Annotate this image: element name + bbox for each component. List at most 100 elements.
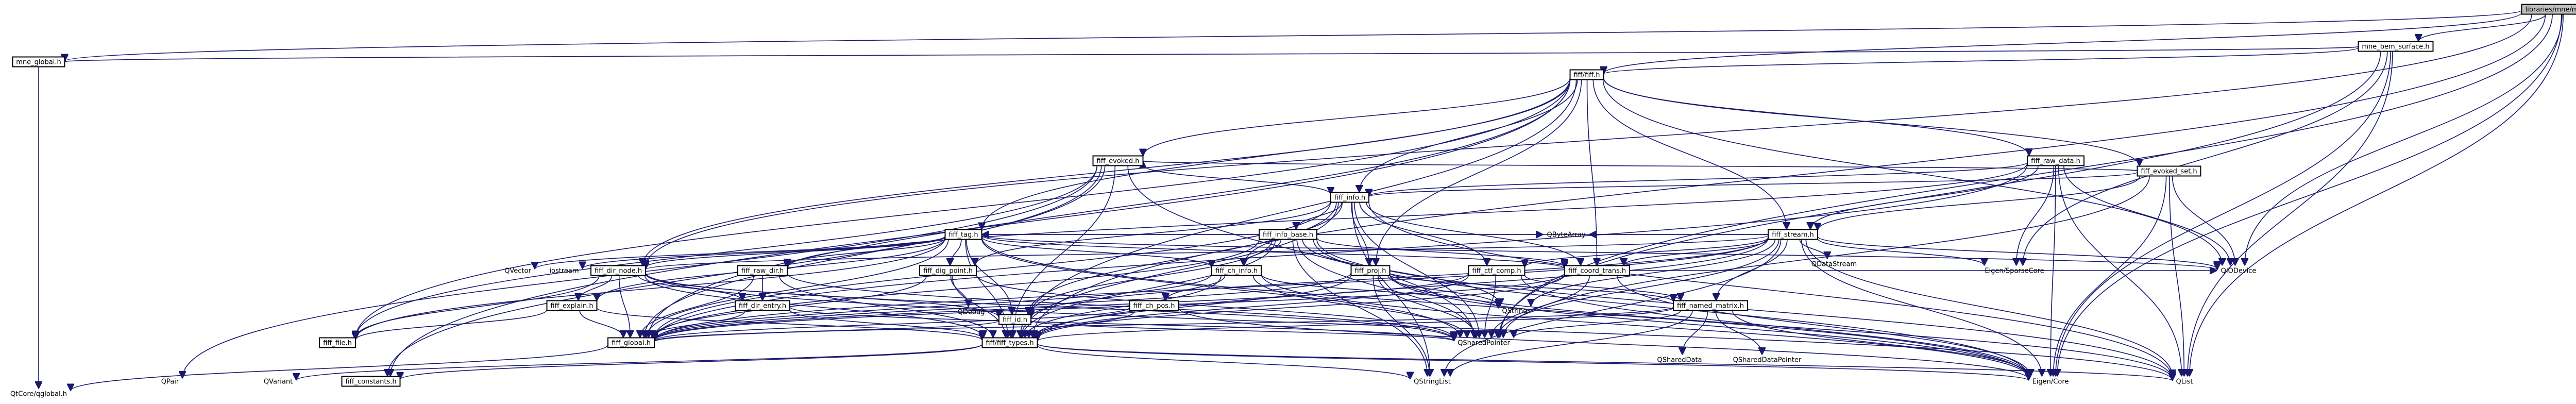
- node-label: QSharedPointer: [1458, 340, 1510, 347]
- edge-fiff-info-base-to-fiff-ch-info: [1244, 239, 1282, 266]
- edge-fiff-named-matrix-to-eigencore: [1732, 310, 2029, 377]
- node-box: [2521, 4, 2576, 15]
- node-label: QIODevice: [2221, 267, 2257, 275]
- edge-fiff-tag-to-fiff-dig-point: [950, 239, 962, 266]
- node-label: QVariant: [264, 378, 293, 386]
- node-fiff-file[interactable]: fiff_file.h: [319, 337, 356, 348]
- edge-fiff-ctf-comp-to-eigencore: [1520, 275, 2029, 377]
- node-fiff-dir-entry[interactable]: fiff_dir_entry.h: [735, 300, 790, 311]
- node-qpair: QPair: [161, 378, 179, 386]
- edge-root-to-eigencore: [2057, 14, 2562, 377]
- edge-fiff-dir-node-to-fiff-file: [355, 275, 600, 339]
- edge-fiff-tag-to-fiff-raw-dir: [787, 238, 946, 266]
- node-fiff-tag[interactable]: fiff_tag.h: [944, 229, 982, 240]
- node-box: [1569, 69, 1604, 80]
- edge-mne-bem-surface-to-fiff: [1604, 47, 2359, 75]
- node-fiff-raw-data[interactable]: fiff_raw_data.h: [2027, 155, 2084, 166]
- edge-fiff-info-to-fiff-coord-trans: [1366, 202, 1581, 266]
- node-fiff-explain[interactable]: fiff_explain.h: [546, 300, 598, 311]
- edge-fiff-dir-node-to-qsharedpointer: [645, 273, 1454, 341]
- node-fiff-raw-dir[interactable]: fiff_raw_dir.h: [737, 265, 788, 276]
- edge-fiff-info-base-to-fiff-id: [1031, 239, 1273, 315]
- node-fiff-dig-point[interactable]: fiff_dig_point.h: [919, 265, 977, 276]
- node-fiff-ch-pos[interactable]: fiff_ch_pos.h: [1129, 300, 1179, 311]
- node-fiff-id[interactable]: fiff_id.h: [998, 314, 1031, 325]
- edge-fiff-ctf-comp-to-fiff-named-matrix: [1524, 275, 1681, 301]
- node-fiff-evoked-set[interactable]: fiff_evoked_set.h: [2137, 165, 2201, 177]
- edge-fiff-dir-node-to-fiff-types: [644, 275, 984, 338]
- node-fiff-ctf-comp[interactable]: fiff_ctf_comp.h: [1468, 265, 1526, 276]
- edge-fiff-raw-data-to-fiff-info: [1369, 162, 2028, 197]
- node-box: [2358, 41, 2434, 52]
- node-fiff-info-base[interactable]: fiff_info_base.h: [1259, 229, 1317, 240]
- node-fiff-info[interactable]: fiff_info.h: [1330, 192, 1369, 203]
- edge-fiff-tag-to-fiff-ch-info: [981, 237, 1212, 268]
- edge-fiff-evoked-to-fiff-file: [355, 165, 1097, 339]
- edge-fiff-info-base-to-fiff-coord-trans: [1316, 238, 1565, 267]
- edge-fiff-coord-trans-to-eigencore: [1617, 275, 2030, 377]
- edge-fiff-named-matrix-to-qsharedpointer: [1514, 310, 1681, 338]
- edge-fiff-proj-to-qsharedpointer: [1378, 275, 1476, 338]
- node-fiff-ch-info[interactable]: fiff_ch_info.h: [1211, 265, 1262, 276]
- edge-fiff-dig-point-to-qdebug: [950, 275, 968, 307]
- edge-fiff-info-to-fiff-global: [654, 201, 1331, 338]
- node-label: QList: [2176, 378, 2193, 386]
- node-root[interactable]: libraries/mne/mne_bem.h: [2521, 4, 2576, 15]
- node-fiff-dir-node[interactable]: fiff_dir_node.h: [590, 265, 646, 276]
- node-fiff[interactable]: fiff/fiff.h: [1569, 69, 1604, 80]
- edge-fiff-evoked-to-fiff-types: [1013, 165, 1116, 338]
- edge-root-to-mne-bem-surface: [2418, 14, 2546, 42]
- node-box: [590, 265, 646, 276]
- node-qvariant: QVariant: [264, 378, 293, 386]
- node-fiff-proj[interactable]: fiff_proj.h: [1350, 265, 1391, 276]
- node-label: fiff_dir_entry.h: [739, 302, 786, 310]
- node-eigensparse: Eigen/SparseCore: [1985, 267, 2044, 275]
- edge-fiff-evoked-set-to-fiff-info: [1369, 172, 2138, 197]
- edge-fiff-info-base-to-qstring: [1302, 239, 1500, 306]
- edge-fiff-info-to-fiff-ctf-comp: [1359, 202, 1487, 266]
- node-fiff-coord-trans[interactable]: fiff_coord_trans.h: [1564, 265, 1630, 276]
- node-box: [1350, 265, 1391, 276]
- node-label: fiff_file.h: [323, 340, 352, 347]
- edge-root-to-qlist: [2190, 14, 2564, 377]
- node-fiff-constants[interactable]: fiff_constants.h: [341, 376, 401, 387]
- edge-fiff-proj-to-qstring: [1387, 275, 1498, 307]
- edge-fiff-raw-data-to-eigencore: [2050, 165, 2056, 377]
- edge-fiff-named-matrix-to-fiff-types: [1038, 307, 1674, 342]
- edge-root-to-qiodevice: [2245, 14, 2563, 266]
- node-fiff-stream[interactable]: fiff_stream.h: [1768, 229, 1818, 240]
- edge-fiff-dir-entry-to-qsharedpointer: [789, 306, 1454, 342]
- edge-fiff-to-fiff-types: [1021, 79, 1577, 338]
- edge-fiff-ch-info-to-eigencore: [1261, 274, 2029, 379]
- node-box: [1564, 265, 1630, 276]
- node-box: [1468, 265, 1526, 276]
- node-qtcoreglobal: QtCore/qglobal.h: [10, 391, 67, 398]
- edge-mne-bem-surface-to-qsharedpointer: [1499, 51, 2381, 338]
- edge-fiff-explain-to-fiff-file: [355, 309, 548, 340]
- node-fiff-evoked[interactable]: fiff_evoked.h: [1092, 155, 1144, 166]
- node-label: QDebug: [958, 309, 985, 316]
- node-qiodevice: QIODevice: [2221, 267, 2257, 275]
- node-fiff-named-matrix[interactable]: fiff_named_matrix.h: [1673, 300, 1748, 311]
- edge-fiff-coord-trans-to-qsharedpointer: [1492, 275, 1590, 338]
- node-box: [998, 314, 1031, 325]
- edge-fiff-dir-node-to-fiff-dir-entry: [638, 275, 742, 301]
- edge-fiff-info-base-to-qstringlist: [1292, 239, 1427, 377]
- node-qshareddata: QSharedData: [1657, 357, 1702, 364]
- node-fiff-types[interactable]: fiff/fiff_types.h: [981, 337, 1038, 348]
- edge-fiff-ch-info-to-qsharedpointer: [1252, 275, 1467, 338]
- node-label: Eigen/SparseCore: [1985, 267, 2044, 275]
- node-label: mne_global.h: [16, 59, 61, 66]
- node-fiff-global[interactable]: fiff_global.h: [607, 337, 655, 348]
- node-label: fiff_evoked_set.h: [2141, 168, 2197, 176]
- edge-root-to-fiff: [1604, 12, 2522, 74]
- node-label: QByteArray: [1547, 231, 1586, 239]
- node-label: fiff_id.h: [1003, 316, 1027, 324]
- node-label: fiff_explain.h: [550, 302, 593, 310]
- node-mne-global[interactable]: mne_global.h: [12, 56, 65, 68]
- node-mne-bem-surface[interactable]: mne_bem_surface.h: [2358, 41, 2434, 52]
- edge-fiff-tag-to-fiff-dir-node: [646, 236, 946, 268]
- node-box: [1673, 300, 1748, 311]
- edge-root-to-fiff-types: [1032, 14, 2546, 338]
- node-label: iostream: [549, 267, 579, 275]
